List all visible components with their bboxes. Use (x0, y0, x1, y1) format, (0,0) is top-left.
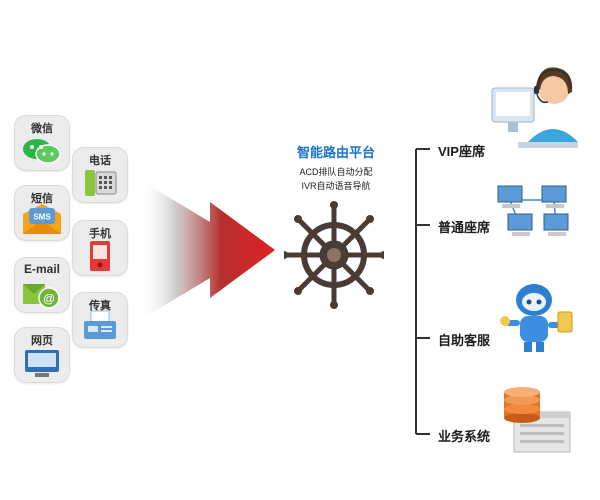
destination-business-system: 业务系统 (438, 429, 491, 444)
sms-badge-text: SMS (33, 213, 51, 222)
email-icon: @ (23, 284, 60, 309)
channel-mobile: 手机 (72, 220, 128, 276)
channel-phone: 电话 (72, 147, 128, 203)
channel-web: 网页 (14, 327, 70, 383)
channel-label: 传真 (89, 300, 111, 312)
channel-email: @ E-mail (14, 257, 70, 313)
computer-network-illustration (497, 185, 569, 236)
channel-label: 短信 (31, 193, 53, 205)
sms-envelope-icon: SMS (23, 204, 61, 234)
wechat-icon (23, 139, 61, 164)
email-at-glyph: @ (43, 292, 55, 306)
channel-label: 电话 (89, 155, 111, 167)
robot-service-illustration (500, 284, 573, 352)
destination-self-service: 自助客服 (438, 333, 491, 348)
database-server-illustration (504, 387, 571, 453)
ship-wheel-icon (284, 201, 384, 309)
platform-line-acd: ACD排队自动分配 (299, 167, 373, 177)
channel-label: E-mail (23, 262, 60, 276)
destination-bracket (415, 148, 430, 435)
platform-title: 智能路由平台 (296, 145, 375, 160)
mobile-phone-icon (90, 241, 110, 271)
channel-label: 手机 (89, 228, 111, 240)
platform-line-ivr: IVR自动语音导航 (301, 181, 371, 191)
destination-vip-seat: VIP座席 (438, 144, 485, 159)
channel-fax: 传真 (72, 292, 128, 348)
channel-label: 微信 (31, 123, 53, 135)
destination-normal-seat: 普通座席 (438, 220, 491, 235)
telephone-icon (85, 170, 117, 196)
channel-label: 网页 (31, 335, 53, 347)
monitor-icon (25, 350, 59, 377)
routing-arrow (140, 180, 275, 320)
channel-wechat: 微信 (14, 115, 70, 171)
channel-sms: SMS 短信 (14, 185, 70, 241)
fax-icon (84, 310, 116, 339)
agent-headset-illustration (491, 67, 578, 148)
